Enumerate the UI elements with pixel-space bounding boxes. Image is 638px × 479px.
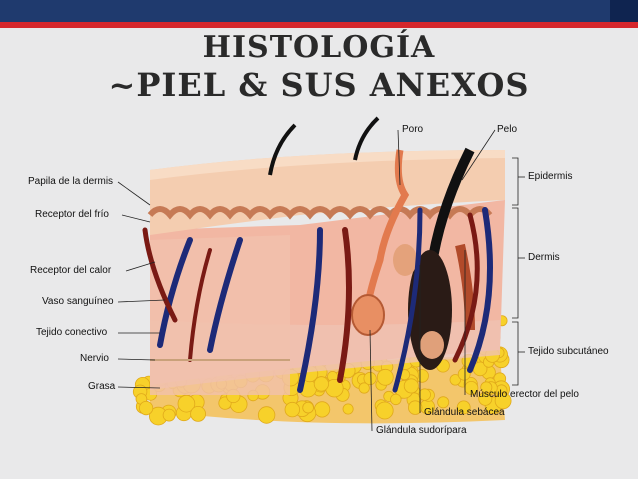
label-grasa: Grasa	[88, 381, 116, 392]
fat-cell	[408, 400, 423, 415]
header-bar	[0, 0, 638, 22]
fat-cell	[363, 371, 377, 386]
header-bar-accent	[610, 0, 638, 22]
fat-cell	[313, 376, 329, 392]
label-receptor-calor: Receptor del calor	[30, 265, 112, 276]
epidermis-layer	[150, 150, 505, 235]
sweat-gland	[351, 149, 410, 336]
label-dermis: Dermis	[528, 252, 560, 263]
fat-cell	[358, 382, 370, 394]
fat-cell	[302, 401, 314, 414]
fat-cell	[257, 406, 276, 424]
fat-cell	[375, 401, 394, 420]
fat-cell	[284, 401, 301, 418]
label-pelo: Pelo	[497, 124, 518, 135]
label-poro: Poro	[402, 124, 424, 135]
fat-cell	[376, 368, 394, 386]
label-glandula-sudoripara: Glándula sudorípara	[376, 425, 467, 436]
label-papila: Papila de la dermis	[28, 176, 114, 187]
label-vaso: Vaso sanguíneo	[42, 296, 114, 307]
epidermis-top	[150, 150, 505, 180]
fat-cell	[449, 374, 462, 386]
blood-vessels	[142, 207, 493, 393]
title-line-1: HISTOLOGÍA	[202, 30, 436, 65]
label-glandula-sebacea: Glándula sebácea	[424, 407, 505, 418]
fat-cell	[437, 396, 450, 409]
fat-cell	[139, 400, 154, 416]
fat-cell	[457, 367, 471, 381]
fat-cell	[456, 400, 471, 415]
label-epidermis: Epidermis	[528, 171, 573, 182]
label-nervio: Nervio	[80, 353, 109, 364]
fat-cell	[313, 401, 331, 418]
fat-cell	[390, 393, 402, 406]
fat-cell	[418, 388, 431, 401]
fat-cell	[190, 405, 207, 422]
hair-strand-1	[268, 123, 297, 176]
label-receptor-frio: Receptor del frío	[35, 209, 109, 220]
fat-cell	[177, 394, 196, 413]
header-red-stripe	[0, 22, 638, 28]
dermal-papillae	[147, 206, 493, 220]
fat-cell	[403, 378, 419, 394]
leader-lines	[117, 129, 525, 432]
fat-cell	[342, 403, 354, 415]
label-musculo: Músculo erector del pelo	[470, 389, 579, 400]
label-tejido-subcutaneo: Tejido subcutáneo	[528, 346, 609, 357]
label-tejido-conectivo: Tejido conectivo	[36, 327, 108, 338]
hair-strand-2	[353, 116, 380, 161]
fat-cell	[162, 408, 176, 422]
title-line-2: ~PIEL & SUS ANEXOS	[108, 66, 530, 104]
fat-cell	[480, 381, 493, 394]
fat-cell	[494, 392, 512, 410]
